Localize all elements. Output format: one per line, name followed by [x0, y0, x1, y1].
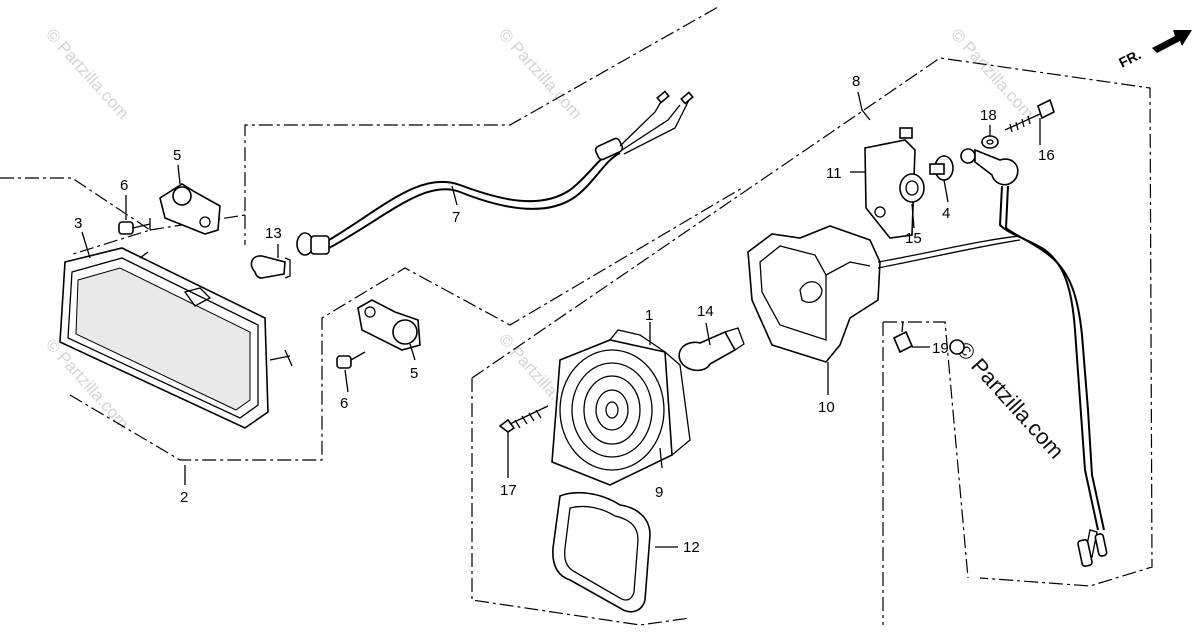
callout-9: 9: [655, 484, 663, 501]
callout-17: 17: [500, 482, 517, 499]
callout-2: 2: [180, 489, 188, 506]
callout-7: 7: [452, 209, 460, 226]
part-grommet-15: [899, 173, 925, 203]
callout-8: 8: [852, 73, 860, 90]
part-bulb-13: [250, 255, 291, 279]
callout-6-upper: 6: [120, 177, 128, 194]
callout-10: 10: [818, 399, 835, 416]
part-gasket-12: [552, 491, 651, 613]
part-harness-7: [296, 90, 694, 256]
part-screw-19: [892, 321, 965, 355]
arrow-icon: [1152, 30, 1192, 53]
direction-label: FR.: [1116, 46, 1143, 70]
part-headlight-lens: [59, 247, 293, 429]
part-bracket-11: [864, 127, 916, 239]
callout-1: 1: [645, 307, 653, 324]
part-bolt-6-lower: [336, 351, 366, 369]
callout-11: 11: [826, 165, 842, 182]
callout-15: 15: [905, 230, 922, 247]
callout-14: 14: [697, 303, 714, 320]
callouts: 1 2 3 4 5 5 6 6 7 8 9 10 11 12 13 14 15 …: [74, 73, 1055, 556]
callout-12: 12: [683, 539, 700, 556]
part-housing-10: [747, 225, 1021, 363]
watermark: © Partzilla.com: [42, 25, 133, 123]
leader-lines: [81, 91, 1041, 548]
watermark: © Partzilla.com: [951, 337, 1069, 464]
part-taillight-lens: [551, 329, 691, 486]
part-bolt-6-upper: [118, 218, 151, 235]
callout-13: 13: [265, 225, 282, 242]
part-screw-17: [498, 405, 549, 433]
group-outlines: [0, 6, 1153, 626]
callout-16: 16: [1038, 147, 1055, 164]
part-bracket-5-lower: [357, 299, 421, 351]
callout-3: 3: [74, 215, 82, 232]
part-ground-lead: [960, 148, 1108, 567]
part-washer-18: [981, 135, 999, 149]
callout-18: 18: [980, 107, 997, 124]
callout-5-lower: 5: [410, 365, 418, 382]
callout-4: 4: [942, 205, 950, 222]
callout-5-upper: 5: [173, 147, 181, 164]
part-bolt-16: [1004, 98, 1055, 133]
part-collar-4: [929, 155, 954, 181]
front-direction-indicator: FR.: [1116, 30, 1192, 71]
callout-19: 19: [932, 340, 949, 357]
part-bulb-14: [678, 327, 745, 372]
callout-6-lower: 6: [340, 395, 348, 412]
part-bracket-5-upper: [159, 183, 221, 235]
